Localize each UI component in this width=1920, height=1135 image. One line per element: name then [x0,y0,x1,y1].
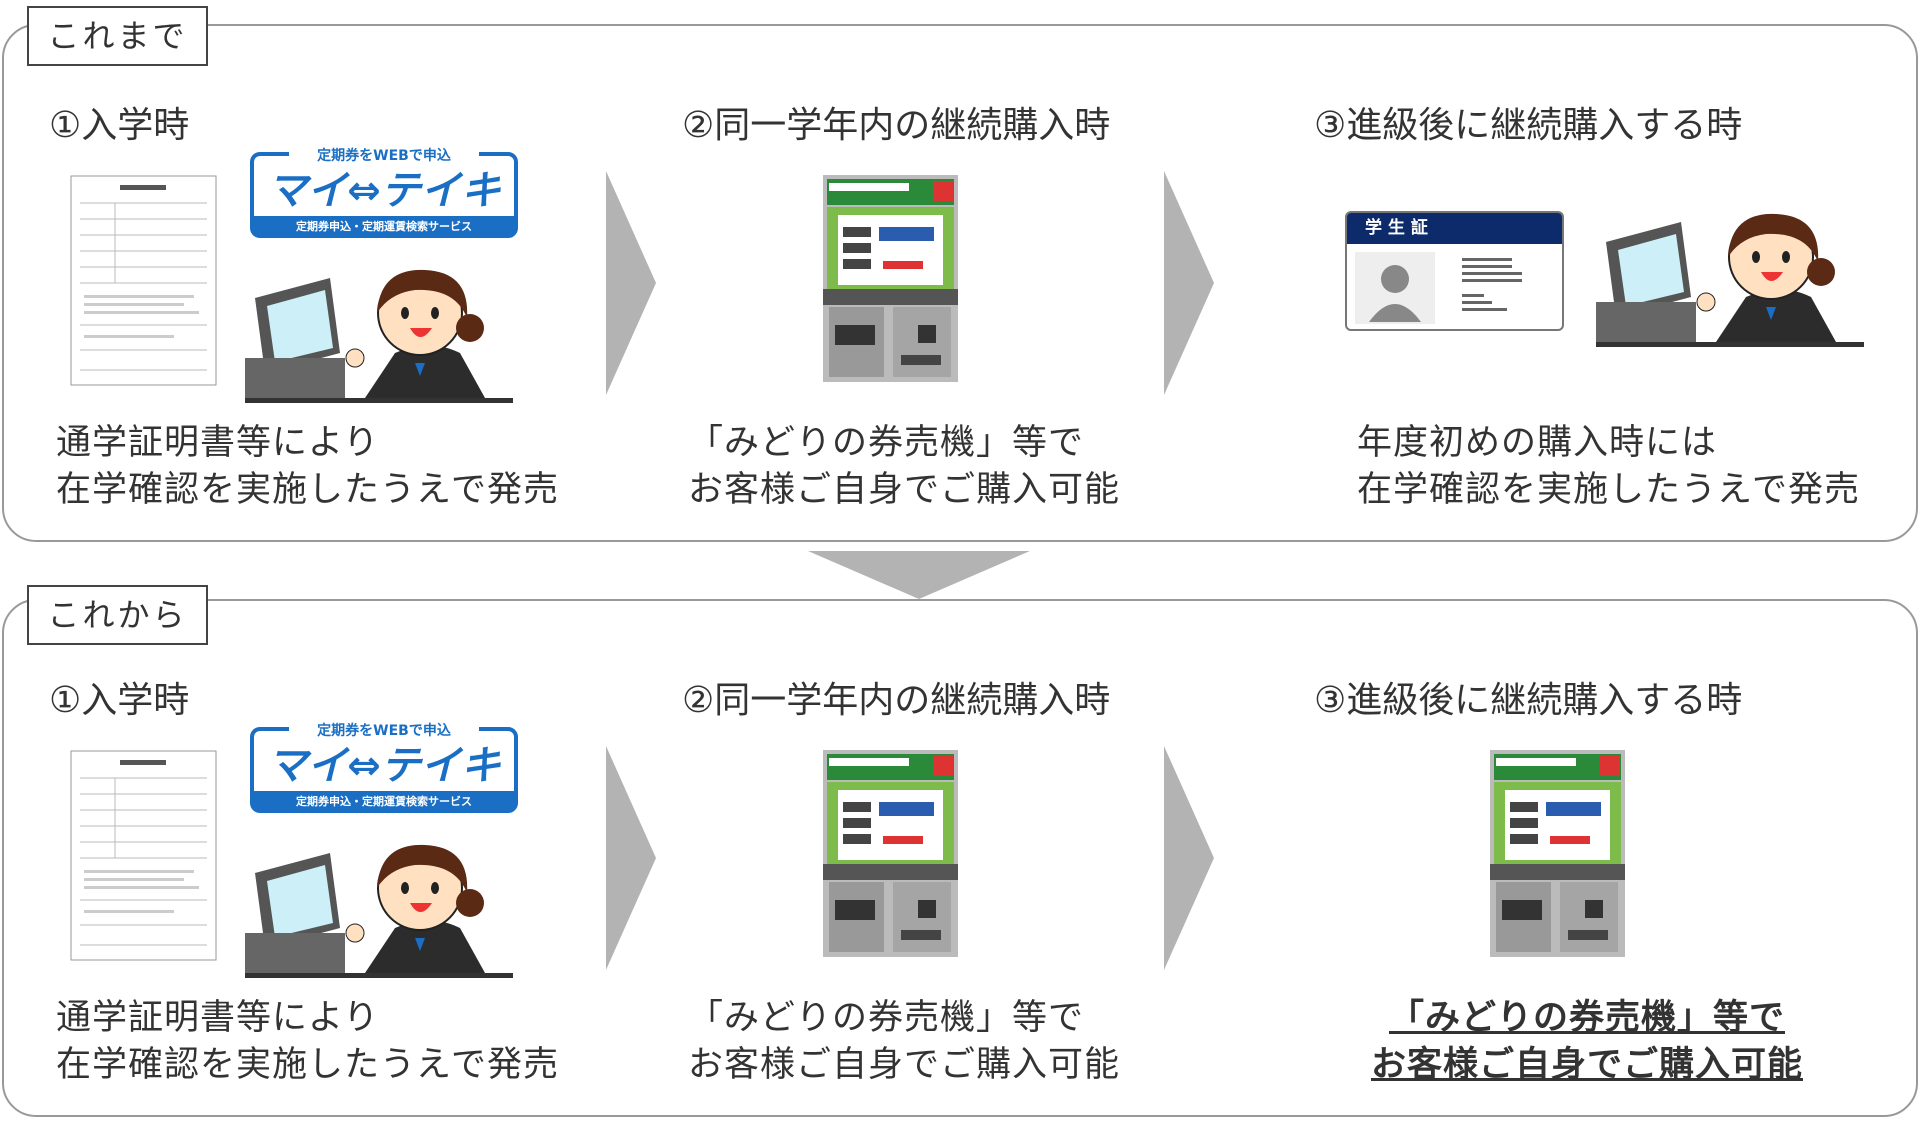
column-description: 「みどりの券売機」等でお客様ご自身でご購入可能 [688,995,1120,1089]
column-description: 通学証明書等により在学確認を実施したうえで発売 [56,995,559,1089]
section-frame [2,24,1918,542]
logo-subtitle: 定期券申込・定期運賃検索サービス [296,219,472,233]
my-teiki-logo: 定期券をWEBで申込マイ⇔テイキ定期券申込・定期運賃検索サービス [249,719,519,819]
ticket-machine-illustration [823,175,958,386]
logo-name: マイ⇔テイキ [267,168,501,214]
logo-name: マイ⇔テイキ [267,743,501,789]
column-description: 年度初めの購入時には在学確認を実施したうえで発売 [1357,420,1860,514]
column-description: 通学証明書等により在学確認を実施したうえで発売 [56,420,559,514]
school-certificate-document [70,175,217,390]
student-id-card: 学 生 証 [1345,211,1564,331]
column-header-same-year: ②同一学年内の継続購入時 [682,680,1111,721]
section-after: これから ①入学時 ②同一学年内の継続購入時 ③進級後に継続購入する時 定期券を… [0,575,1920,1135]
desc-line: 在学確認を実施したうえで発売 [1357,470,1860,510]
desc-line: 通学証明書等により [56,998,380,1038]
column-header-enrollment: ①入学時 [49,105,190,146]
staff-with-monitor-illustration [245,833,513,987]
person-silhouette-icon [1355,252,1522,324]
right-arrow-icon [1164,746,1214,970]
column-header-after-promotion: ③進級後に継続購入する時 [1314,105,1743,146]
down-arrow-icon [808,551,1030,599]
desc-line: 年度初めの購入時には [1357,423,1718,463]
student-card-title: 学 生 証 [1347,213,1562,244]
right-arrow-icon [1164,171,1214,395]
desc-line: お客様ご自身でご購入可能 [1370,1045,1803,1085]
desc-line: 「みどりの券売機」等で [1388,998,1785,1038]
desc-line: お客様ご自身でご購入可能 [688,1045,1121,1085]
desc-line: 在学確認を実施したうえで発売 [56,470,559,510]
logo-tagline: 定期券をWEBで申込 [317,722,451,739]
right-arrow-icon [606,171,656,395]
desc-line: 在学確認を実施したうえで発売 [56,1045,559,1085]
logo-subtitle: 定期券申込・定期運賃検索サービス [296,794,472,808]
logo-tagline: 定期券をWEBで申込 [317,147,451,164]
column-description-highlighted: 「みどりの券売機」等でお客様ご自身でご購入可能 [1352,995,1822,1089]
column-header-same-year: ②同一学年内の継続購入時 [682,105,1111,146]
column-header-after-promotion: ③進級後に継続購入する時 [1314,680,1743,721]
desc-line: 「みどりの券売機」等で [688,998,1085,1038]
right-arrow-icon [606,746,656,970]
section-frame [2,599,1918,1117]
desc-line: 「みどりの券売機」等で [688,423,1085,463]
section-label: これまで [27,6,208,66]
column-header-enrollment: ①入学時 [49,680,190,721]
section-before: これまで ①入学時 ②同一学年内の継続購入時 ③進級後に継続購入する時 定期券を… [0,0,1920,560]
ticket-machine-illustration [823,750,958,961]
section-label: これから [27,585,208,645]
staff-with-monitor-illustration [1596,202,1864,356]
column-description: 「みどりの券売機」等でお客様ご自身でご購入可能 [688,420,1120,514]
school-certificate-document [70,750,217,965]
staff-with-monitor-illustration [245,258,513,412]
ticket-machine-illustration [1490,750,1625,961]
desc-line: 通学証明書等により [56,423,380,463]
desc-line: お客様ご自身でご購入可能 [688,470,1121,510]
my-teiki-logo: 定期券をWEBで申込マイ⇔テイキ定期券申込・定期運賃検索サービス [249,144,519,244]
